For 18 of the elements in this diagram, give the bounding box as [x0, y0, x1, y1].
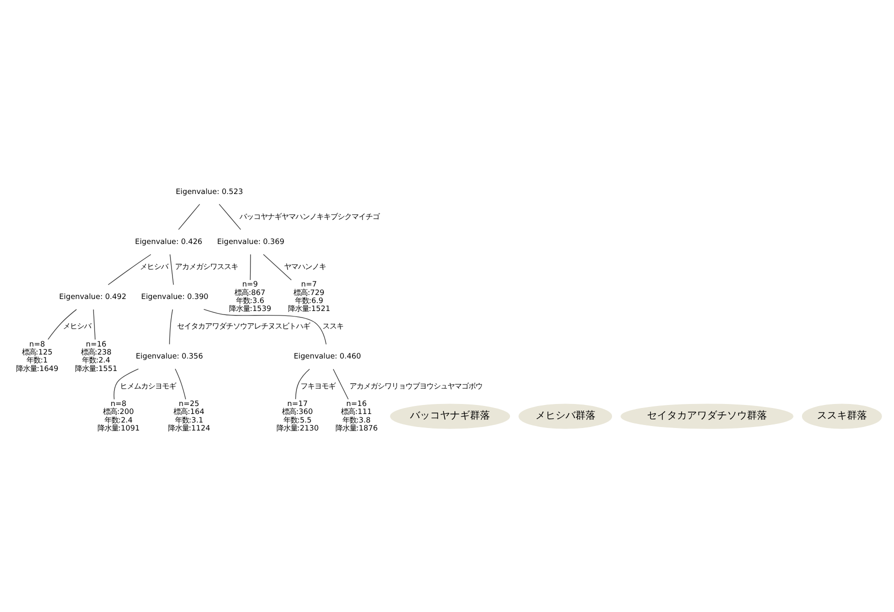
node-ellipse: メヒシバ群落 — [518, 403, 612, 428]
connector — [108, 254, 152, 285]
node-ellipse: バッコヤナギ群落 — [390, 403, 510, 428]
connector — [48, 308, 77, 340]
node-ellipse: ススキ群落 — [802, 403, 882, 428]
connector — [93, 308, 96, 340]
connector — [203, 308, 326, 344]
connector — [263, 254, 292, 280]
connector — [178, 203, 200, 230]
connector — [250, 254, 251, 280]
connector — [295, 368, 310, 399]
connector — [174, 368, 186, 400]
connector — [218, 203, 242, 230]
connector — [169, 308, 173, 344]
node-ellipse: セイタカアワダチソウ群落 — [620, 403, 794, 428]
connector — [114, 368, 139, 400]
connector — [170, 254, 174, 285]
connector — [332, 368, 349, 400]
